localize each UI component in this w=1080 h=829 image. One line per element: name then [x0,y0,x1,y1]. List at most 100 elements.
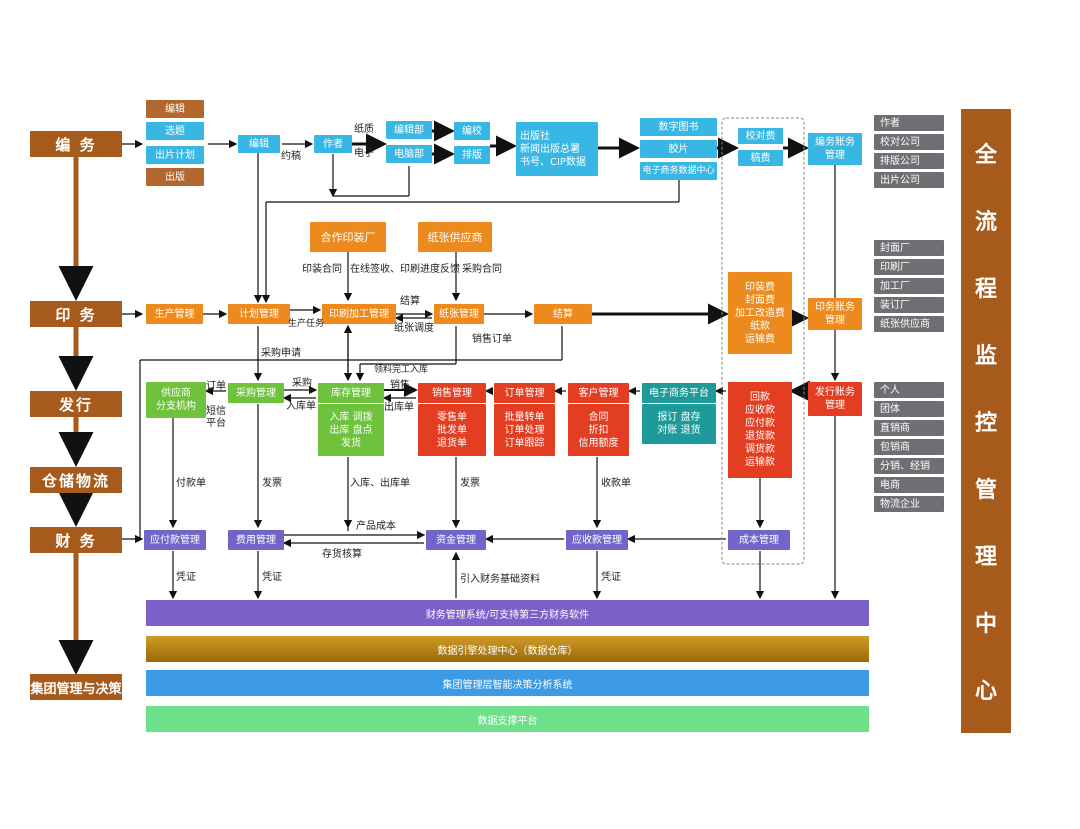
finance-system-band: 财务管理系统/可支持第三方财务软件 [146,600,869,626]
customer-box: 客户管理 [568,383,629,403]
distribution-party: 物流企业 [874,496,944,512]
printing-party: 纸张供应商 [874,316,944,332]
printing-party: 加工厂 [874,278,944,294]
inventory-detail-box: 入库 调拨 出库 盘点 发货 [318,404,384,456]
title-char: 控 [974,410,997,436]
order-box: 订单管理 [494,383,555,403]
plan-box: 计划管理 [228,304,290,324]
production-box: 生产管理 [146,304,203,324]
ecommerce-box: 电子商务平台 [642,383,716,403]
distribution-party: 团体 [874,401,944,417]
inventory-box: 库存管理 [318,383,384,403]
distribution-party: 分销、经销 [874,458,944,474]
label-order: 订单 [206,381,226,392]
print-account-box: 印务账务 管理 [808,298,862,330]
stage-distribution: 发行 [30,391,122,417]
stage-editorial: 编 务 [30,131,122,157]
label-sales: 销售 [390,380,410,391]
typeset-box: 排版 [454,146,490,164]
label-invoice-1: 发票 [262,478,282,489]
distribution-party: 直销商 [874,420,944,436]
distribution-party: 电商 [874,477,944,493]
data-platform-band: 数据支撑平台 [146,706,869,732]
label-voucher-3: 凭证 [601,572,621,583]
label-voucher-2: 凭证 [262,572,282,583]
edit-account-box: 编务账务 管理 [808,133,862,165]
ebook-center-box: 电子商务数据中心 [640,162,717,180]
label-inventory-account: 存货核算 [322,549,362,560]
publisher-box: 出版社 新闻出版总署 书号、CIP数据 [516,122,598,176]
paper-supplier-box: 纸张供应商 [418,222,492,252]
label-product-cost: 产品成本 [356,521,396,532]
proofread-box: 编校 [454,122,490,140]
ecommerce-detail-box: 报订 盘存 对账 退货 [642,404,716,444]
editorial-item-publish: 出版 [146,168,204,186]
title-char: 中 [974,612,997,638]
label-electronic: 电子 [354,148,374,159]
printing-party: 封面厂 [874,240,944,256]
title-char: 管 [974,478,997,504]
stage-printing: 印 务 [30,301,122,327]
label-voucher-1: 凭证 [176,572,196,583]
receivable-box: 应收款管理 [566,530,628,550]
label-paper-allot: 纸张调度 [394,323,434,334]
print-process-box: 印刷加工管理 [322,304,396,324]
label-purchase-contract: 采购合同 [462,264,502,275]
label-material-in: 领料完工入库 [374,365,429,375]
label-paper: 纸质 [354,124,374,135]
editorial-party: 出片公司 [874,172,944,188]
computer-room-box: 电脑部 [386,145,432,163]
print-fees-box: 印装费 封面费 加工改造费 纸款 运输费 [728,272,792,354]
film-box: 胶片 [640,140,717,158]
cost-box: 成本管理 [728,530,790,550]
editor-box: 编辑 [238,135,280,153]
data-center-band: 数据引擎处理中心（数据仓库） [146,636,869,662]
title-char: 流 [974,209,997,235]
printing-party: 印刷厂 [874,259,944,275]
editorial-party: 排版公司 [874,153,944,169]
title-char: 心 [974,679,997,705]
expense-box: 费用管理 [228,530,284,550]
stage-warehouse: 仓储物流 [30,467,122,493]
supplier-box: 供应商 分支机构 [146,382,206,418]
order-detail-box: 批量转单 订单处理 订单跟踪 [494,404,555,456]
label-in-out-note: 入库、出库单 [350,478,410,489]
coop-printer-box: 合作印装厂 [310,222,386,252]
label-production-task: 生产任务 [288,319,325,329]
digital-book-box: 数字图书 [640,118,717,136]
label-invoice-2: 发票 [460,478,480,489]
title-char: 理 [974,545,997,571]
label-manuscript: 约稿 [281,151,301,162]
label-collect-note: 收款单 [601,478,631,489]
editorial-item-edit: 编辑 [146,100,204,118]
label-out-stock-note: 出库单 [384,402,414,413]
dist-account-box: 发行账务 管理 [808,382,862,416]
label-sales-order: 销售订单 [472,334,512,345]
paper-mgmt-box: 纸张管理 [434,304,484,324]
label-in-stock-note: 入库单 [286,401,316,412]
payable-box: 应付款管理 [144,530,206,550]
fund-box: 资金管理 [426,530,486,550]
label-print-contract: 印装合同 [302,264,342,275]
label-settle: 结算 [400,296,420,307]
editorial-item-film-plan: 出片计划 [146,146,204,164]
bi-system-band: 集团管理层智能决策分析系统 [146,670,869,696]
title-char: 全 [974,142,997,168]
sales-box: 销售管理 [418,383,486,403]
label-sms: 短信 平台 [206,406,226,429]
label-import-base: 引入财务基础资料 [460,574,540,585]
label-payment-note: 付款单 [176,478,206,489]
customer-detail-box: 合同 折扣 信用额度 [568,404,629,456]
edit-dept-box: 编辑部 [386,121,432,139]
manuscript-fee-box: 稿费 [738,150,783,166]
label-purchase: 采购 [292,378,312,389]
printing-party: 装订厂 [874,297,944,313]
purchase-box: 采购管理 [228,383,284,403]
stage-finance: 财 务 [30,527,122,553]
monitoring-center-title: 全 流 程 监 控 管 理 中 心 [961,109,1011,733]
editorial-party: 作者 [874,115,944,131]
payments-box: 回款 应收款 应付款 退货款 调货款 运输款 [728,382,792,478]
title-char: 程 [974,276,997,302]
label-purchase-request: 采购申请 [261,348,301,359]
